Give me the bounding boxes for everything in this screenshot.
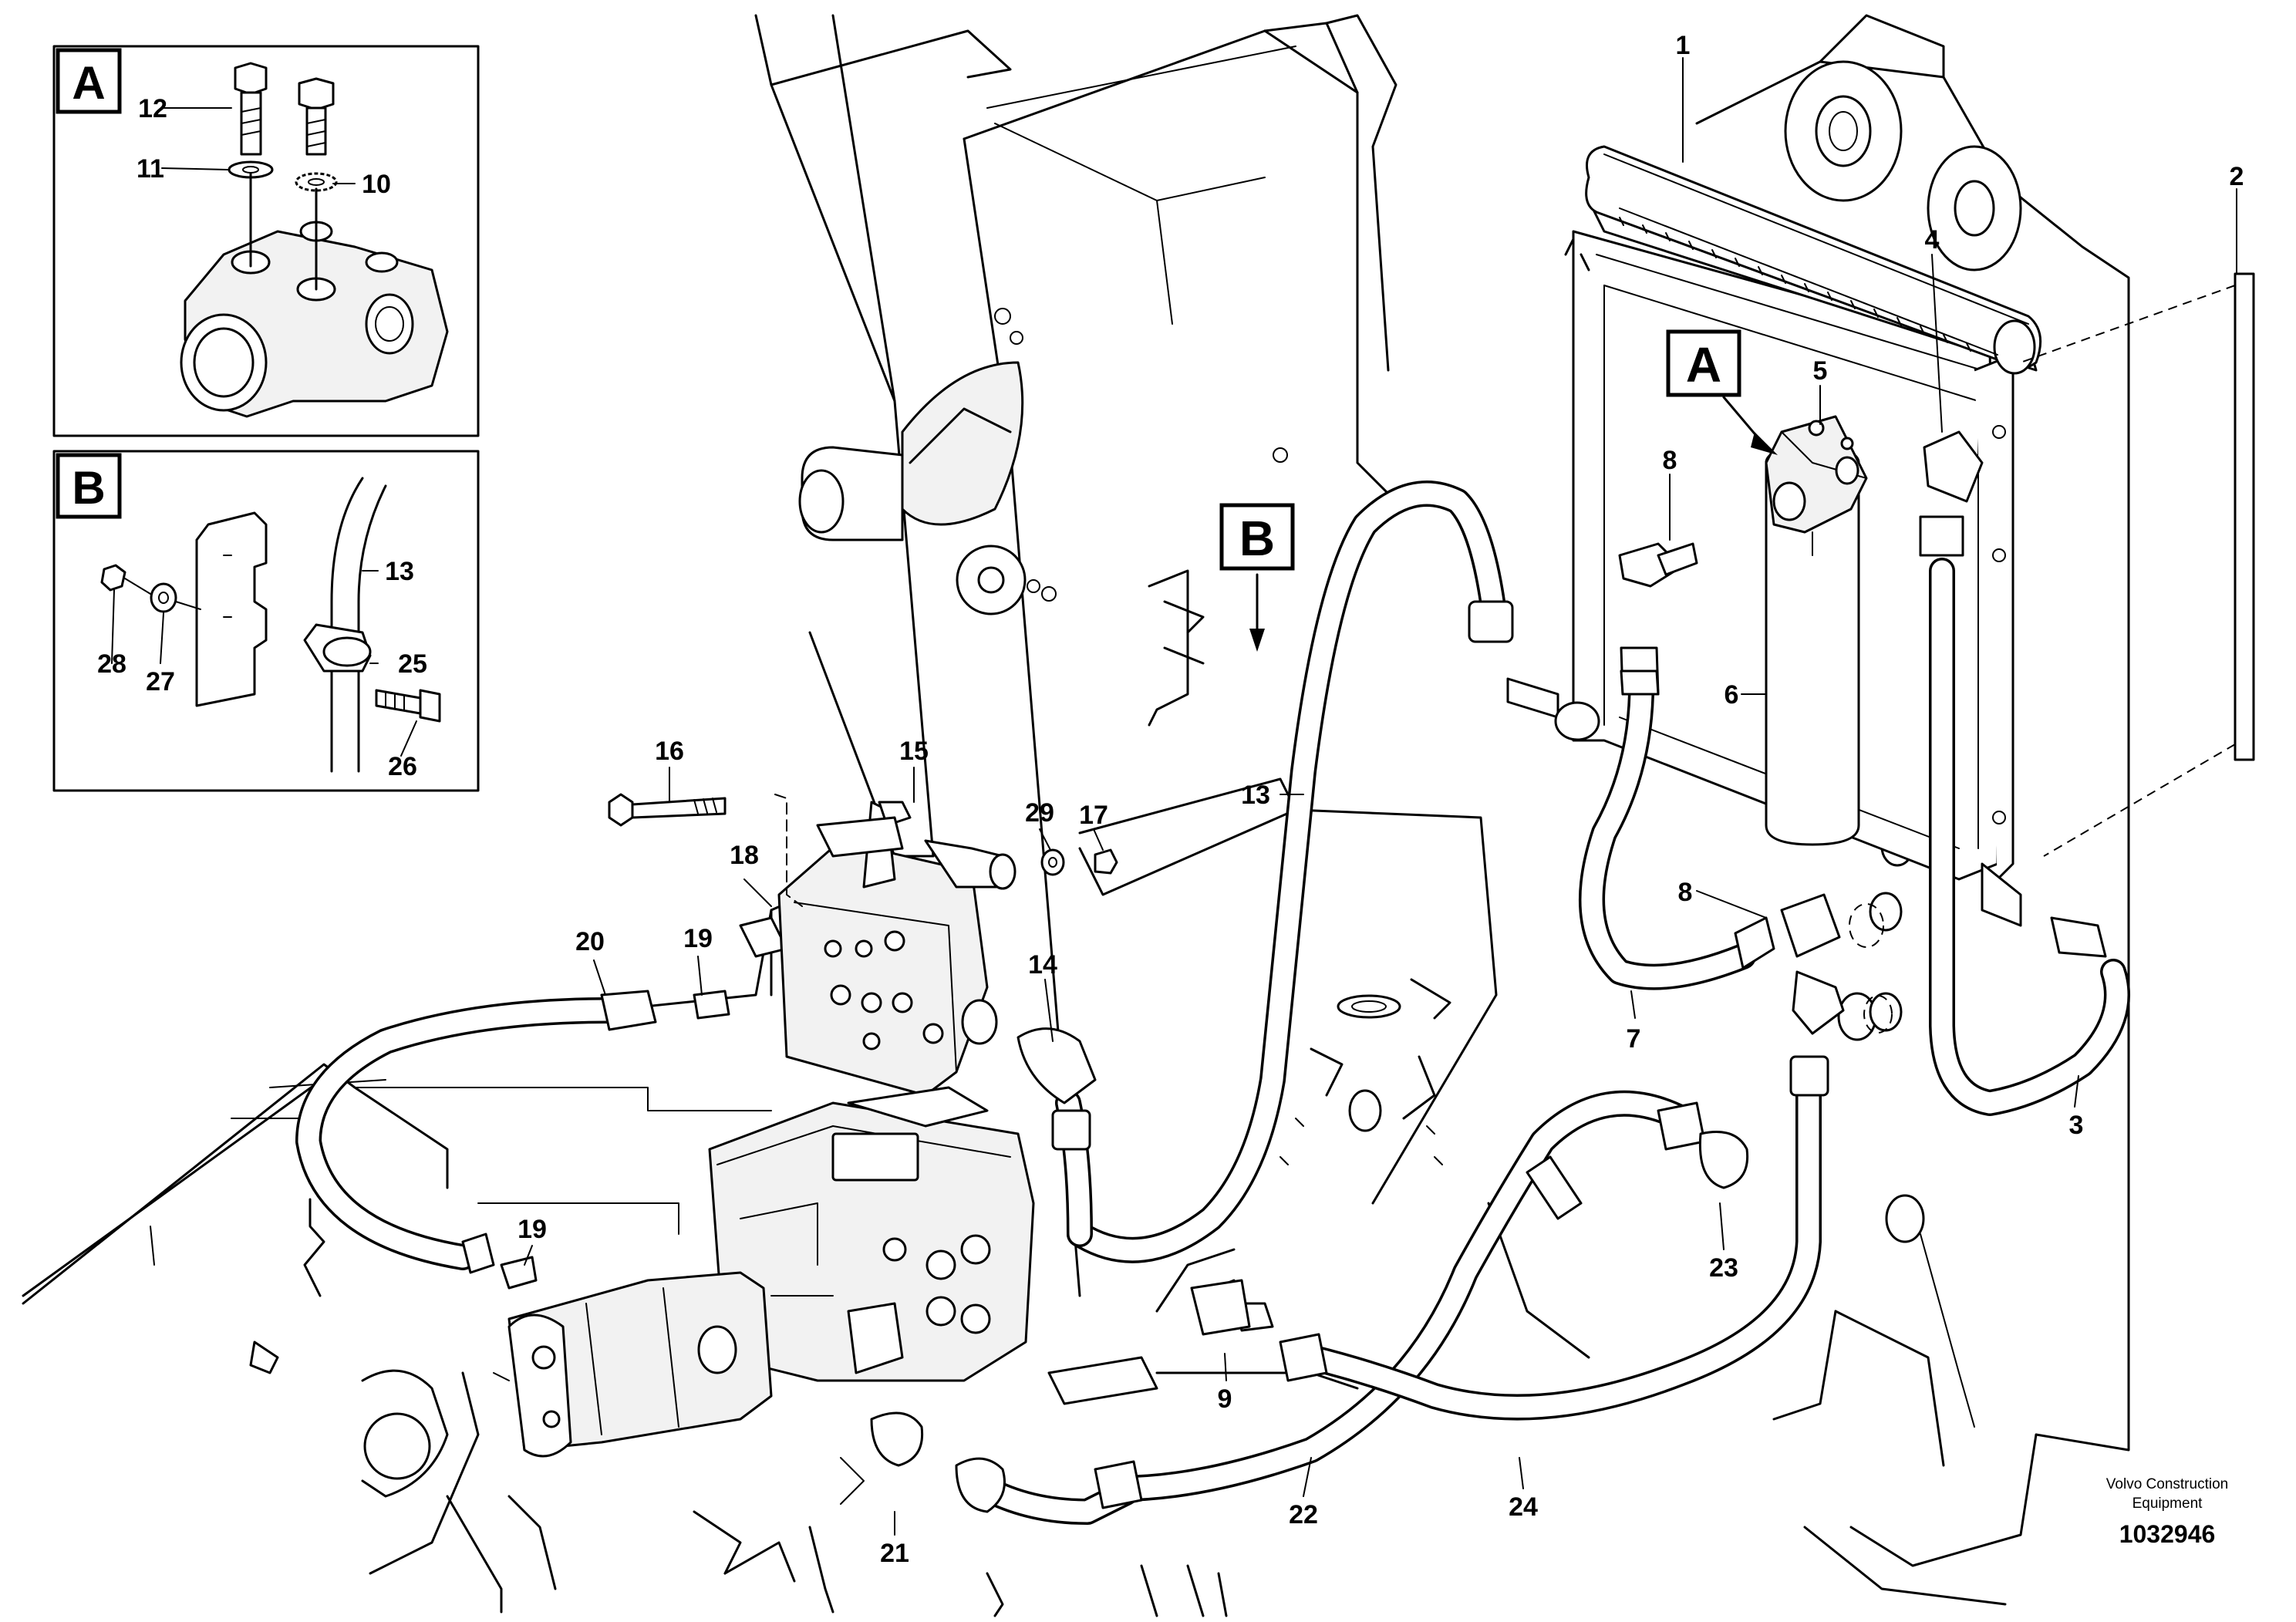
view-marker-a: A bbox=[1666, 329, 1778, 455]
svg-text:A: A bbox=[1686, 337, 1721, 393]
callouts: 1 2 3 4 5 6 7 8 8 9 10 11 12 13 13 14 15… bbox=[97, 31, 2244, 1568]
callout-22: 22 bbox=[1289, 1500, 1318, 1529]
callout-4: 4 bbox=[1925, 225, 1940, 255]
loose-parts bbox=[608, 793, 1251, 1336]
callout-8-upper: 8 bbox=[1663, 446, 1677, 475]
callout-3: 3 bbox=[2069, 1111, 2084, 1140]
hose-fittings bbox=[461, 430, 2107, 1513]
callout-15: 15 bbox=[899, 737, 929, 766]
document-number: 1032946 bbox=[2119, 1520, 2216, 1548]
callout-2: 2 bbox=[2230, 162, 2244, 191]
callout-8-lower: 8 bbox=[1678, 878, 1693, 907]
callout-5: 5 bbox=[1813, 356, 1828, 386]
inset-b-tag: B bbox=[72, 462, 105, 514]
callout-1: 1 bbox=[1676, 31, 1691, 60]
callout-11: 11 bbox=[137, 154, 164, 184]
callout-21: 21 bbox=[880, 1539, 909, 1568]
callout-29: 29 bbox=[1025, 798, 1054, 828]
callout-25: 25 bbox=[398, 649, 427, 679]
filter-head bbox=[1765, 415, 1868, 556]
callout-12: 12 bbox=[138, 94, 167, 123]
callout-18: 18 bbox=[730, 841, 759, 870]
inset-a-tag: A bbox=[72, 57, 105, 109]
callout-17: 17 bbox=[1079, 801, 1108, 830]
callout-6: 6 bbox=[1725, 680, 1739, 710]
callout-28: 28 bbox=[97, 649, 126, 679]
callout-27: 27 bbox=[146, 667, 175, 696]
hoses bbox=[295, 481, 2130, 1525]
callout-20: 20 bbox=[575, 927, 605, 956]
credit-block: Volvo Construction Equipment 1032946 bbox=[2106, 1476, 2228, 1548]
callout-9: 9 bbox=[1218, 1384, 1232, 1414]
rubber-strip bbox=[2020, 272, 2255, 857]
inset-b: B bbox=[52, 450, 480, 792]
svg-text:B: B bbox=[1239, 511, 1275, 566]
valve-block bbox=[777, 801, 1017, 1097]
inset-a: A bbox=[52, 45, 480, 437]
callout-13-inset: 13 bbox=[385, 557, 414, 586]
machine-frame bbox=[22, 14, 2130, 1617]
leader-lines bbox=[111, 57, 2237, 1536]
credit-line-2: Equipment bbox=[2132, 1496, 2203, 1512]
callout-14: 14 bbox=[1028, 950, 1057, 980]
callout-13-main: 13 bbox=[1241, 781, 1270, 810]
callout-24: 24 bbox=[1509, 1492, 1538, 1522]
callout-16: 16 bbox=[655, 737, 684, 766]
view-marker-b: B bbox=[1219, 503, 1295, 652]
callout-19-lower: 19 bbox=[518, 1215, 547, 1244]
credit-line-1: Volvo Construction bbox=[2106, 1476, 2228, 1492]
callout-19-upper: 19 bbox=[683, 924, 713, 953]
pump-assembly bbox=[493, 1086, 1035, 1458]
callout-10: 10 bbox=[362, 170, 391, 199]
callout-7: 7 bbox=[1627, 1024, 1641, 1054]
callout-23: 23 bbox=[1709, 1253, 1738, 1283]
callout-26: 26 bbox=[388, 752, 417, 781]
